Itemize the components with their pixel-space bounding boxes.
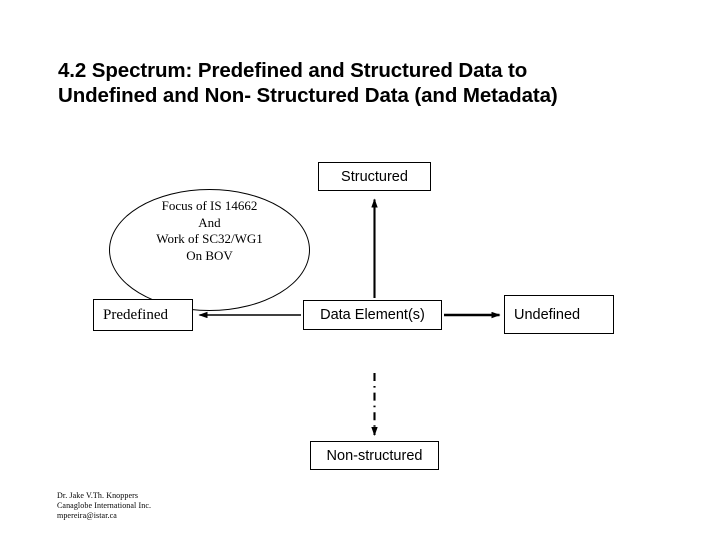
focus-ellipse (109, 189, 310, 311)
node-undefined[interactable]: Undefined (504, 295, 614, 334)
footer-email: mpereira@istar.ca (57, 511, 117, 521)
node-predefined-label: Predefined (103, 306, 168, 323)
node-structured[interactable]: Structured (318, 162, 431, 191)
node-data-element-label: Data Element(s) (320, 307, 425, 323)
node-data-element[interactable]: Data Element(s) (303, 300, 442, 330)
author-footer: Dr. Jake V.Th. Knoppers Canaglobe Intern… (57, 491, 151, 522)
node-undefined-label: Undefined (514, 306, 581, 323)
footer-author-name: Dr. Jake V.Th. Knoppers (57, 491, 139, 500)
footer-organization: Canaglobe International Inc. (57, 501, 152, 511)
node-non-structured-label: Non-structured (326, 447, 423, 464)
slide-title: 4.2 Spectrum: Predefined and Structured … (58, 59, 558, 107)
focus-ellipse-label: Focus of IS 14662 And Work of SC32/WG1 O… (156, 198, 263, 263)
node-non-structured[interactable]: Non-structured (310, 441, 439, 470)
node-predefined[interactable]: Predefined (93, 299, 193, 331)
node-structured-label: Structured (341, 168, 408, 185)
